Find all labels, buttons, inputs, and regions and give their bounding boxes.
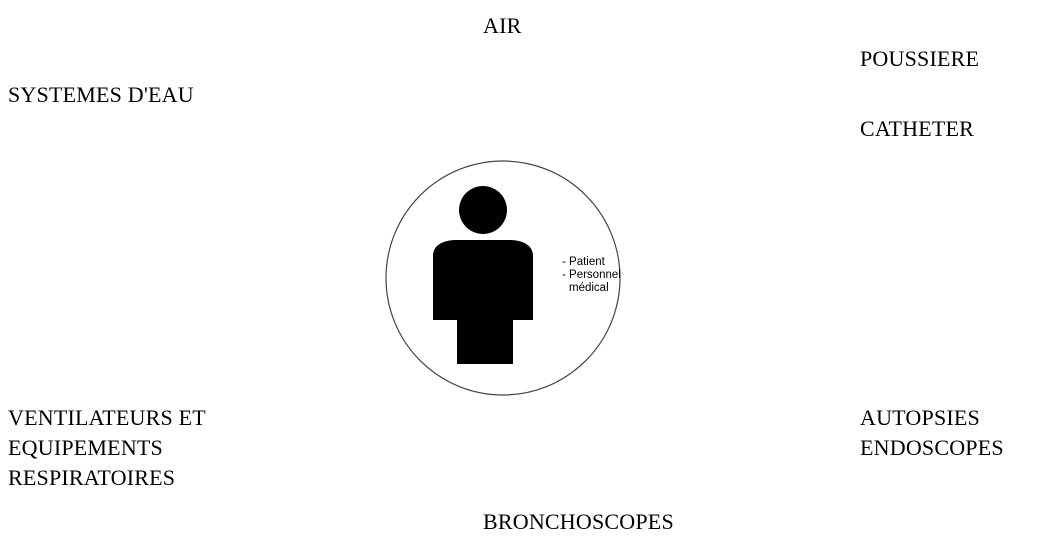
person-legend: - Patient - Personnel médical [562, 256, 621, 295]
legend-medical: médical [569, 282, 609, 294]
label-bronchoscopes: BRONCHOSCOPES [483, 509, 674, 534]
person-icon [433, 186, 533, 364]
label-autopsies-endoscopes: AUTOPSIES ENDOSCOPES [860, 403, 1004, 463]
center-circle-svg [385, 160, 621, 396]
label-ventilateurs-line-3: RESPIRATOIRES [8, 465, 176, 490]
person-body [433, 240, 533, 364]
legend-patient: - Patient [562, 256, 605, 268]
label-poussiere: POUSSIERE [860, 46, 980, 71]
label-systemes-eau: SYSTEMES D'EAU [8, 82, 194, 107]
label-ventilateurs: VENTILATEURS ET EQUIPEMENTS RESPIRATOIRE… [8, 403, 206, 493]
legend-personnel: - Personnel [562, 269, 621, 281]
person-head [459, 186, 507, 234]
label-ventilateurs-line-2: EQUIPEMENTS [8, 435, 163, 460]
label-catheter: CATHETER [860, 116, 975, 141]
label-air: AIR [483, 13, 522, 38]
center-circle-figure: - Patient - Personnel médical [385, 158, 625, 398]
label-autopsies: AUTOPSIES [860, 405, 980, 430]
label-ventilateurs-line-1: VENTILATEURS ET [8, 405, 206, 430]
label-endoscopes: ENDOSCOPES [860, 435, 1004, 460]
